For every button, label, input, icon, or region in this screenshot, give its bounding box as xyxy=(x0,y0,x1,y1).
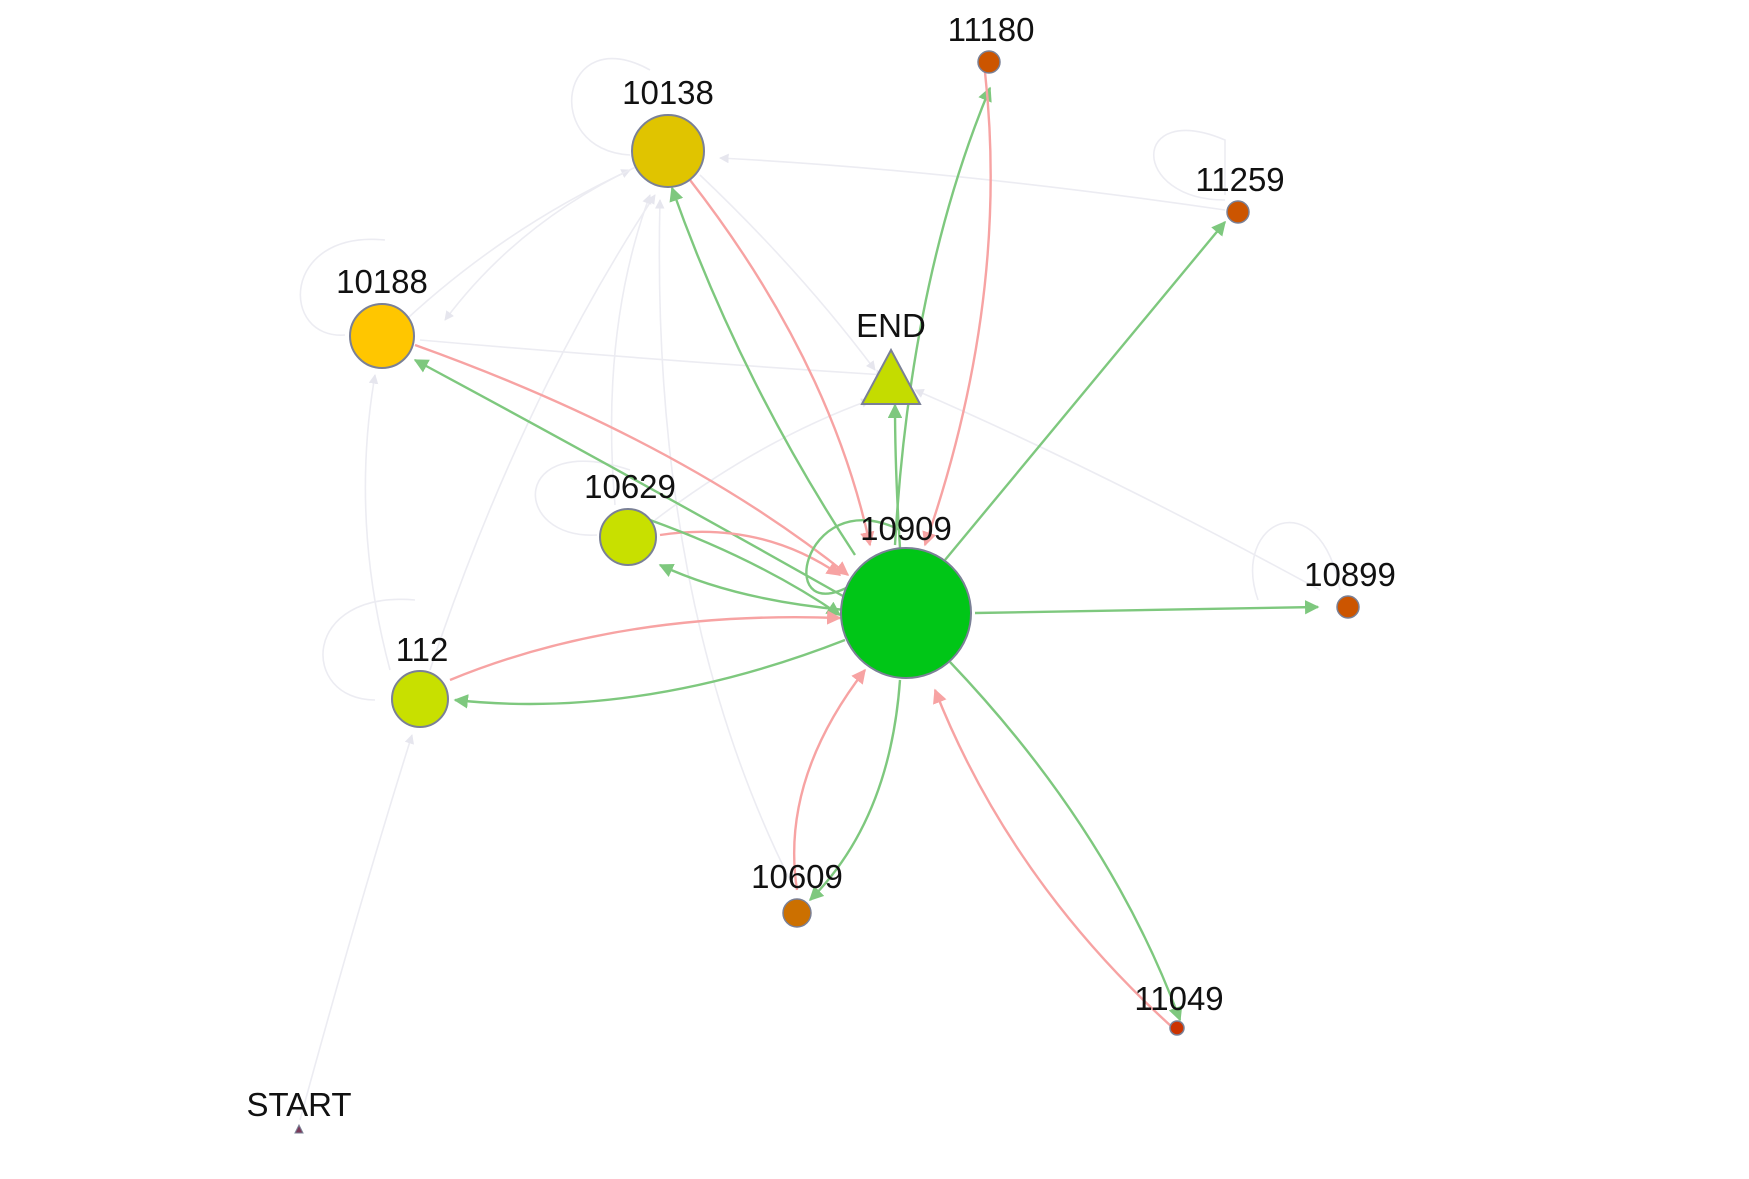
loop-10629 xyxy=(534,460,631,536)
node-11259[interactable]: 11259 xyxy=(1195,161,1285,224)
loop-11259 xyxy=(1152,129,1226,201)
node-end-label: END xyxy=(856,307,926,344)
node-11259-label: 11259 xyxy=(1195,161,1284,198)
edge-11259-10138 xyxy=(719,153,1226,211)
node-10899[interactable]: 10899 xyxy=(1304,556,1396,619)
node-10629-label: 10629 xyxy=(584,468,676,505)
edge-11180-10909 xyxy=(922,71,992,547)
loop-112 xyxy=(322,598,416,701)
node-10609-shape[interactable] xyxy=(782,898,812,928)
main-edges xyxy=(413,71,1320,1028)
edge-10909-11259 xyxy=(944,220,1226,561)
node-end[interactable]: END xyxy=(856,307,926,405)
node-10188[interactable]: 10188 xyxy=(336,263,428,369)
nodes: 10138 10188 10629 112 10909 END 11180 1 xyxy=(246,11,1396,1134)
edge-10138-10188 xyxy=(444,164,641,321)
node-112[interactable]: 112 xyxy=(391,631,449,728)
node-11180[interactable]: 11180 xyxy=(948,11,1035,74)
node-10609[interactable]: 10609 xyxy=(751,858,843,928)
edge-10909-end xyxy=(887,403,903,549)
node-10188-shape[interactable] xyxy=(349,303,415,369)
edge-10629-end xyxy=(654,398,871,521)
edge-10909-10609 xyxy=(808,679,902,902)
edge-start-112 xyxy=(299,734,414,1121)
edge-10188-end xyxy=(419,339,886,380)
edge-10629-10138 xyxy=(610,194,652,506)
faint-edges xyxy=(299,57,1341,1121)
node-10138[interactable]: 10138 xyxy=(622,74,714,188)
edge-10909-10188 xyxy=(413,358,851,602)
node-10899-shape[interactable] xyxy=(1336,595,1360,619)
node-end-shape[interactable] xyxy=(860,347,922,405)
edge-112-10188 xyxy=(364,374,391,671)
node-10909-label: 10909 xyxy=(860,510,952,547)
edge-10188-10909 xyxy=(414,343,850,576)
edge-112-10138 xyxy=(429,194,656,671)
node-10138-shape[interactable] xyxy=(631,114,705,188)
node-10188-label: 10188 xyxy=(336,263,428,300)
edge-10909-10899 xyxy=(974,600,1320,615)
edge-10188-10138 xyxy=(394,169,631,331)
loop-10899 xyxy=(1251,521,1341,601)
node-112-label: 112 xyxy=(396,631,449,668)
node-start-shape[interactable] xyxy=(294,1123,304,1134)
edge-10629-10909-b xyxy=(649,518,842,616)
edge-10138-10909 xyxy=(689,179,875,547)
edge-10909-10138 xyxy=(669,186,857,556)
edge-11049-10909 xyxy=(933,688,1173,1028)
node-start-label: START xyxy=(246,1086,351,1123)
node-10629[interactable]: 10629 xyxy=(584,468,676,566)
node-10909[interactable]: 10909 xyxy=(840,510,972,679)
node-11049-shape[interactable] xyxy=(1169,1020,1185,1036)
node-10629-shape[interactable] xyxy=(599,508,657,566)
node-start[interactable]: START xyxy=(246,1086,352,1134)
loop-10138 xyxy=(571,57,651,156)
node-10909-shape[interactable] xyxy=(840,547,972,679)
node-10899-label: 10899 xyxy=(1304,556,1396,593)
edge-10909-11049 xyxy=(949,661,1183,1022)
edge-10609-10909 xyxy=(793,668,866,891)
node-112-shape[interactable] xyxy=(391,670,449,728)
loop-10188 xyxy=(299,238,386,336)
edge-10909-10629 xyxy=(658,563,846,612)
edge-10909-11180 xyxy=(893,86,992,546)
edge-10138-end xyxy=(699,174,876,371)
node-11180-shape[interactable] xyxy=(977,50,1001,74)
edge-112-10909 xyxy=(449,610,842,682)
node-10138-label: 10138 xyxy=(622,74,714,111)
node-11049-label: 11049 xyxy=(1134,980,1223,1017)
loop-10909 xyxy=(805,519,901,595)
edge-10909-112 xyxy=(453,638,846,709)
node-11180-label: 11180 xyxy=(948,11,1035,48)
node-10609-label: 10609 xyxy=(751,858,843,895)
node-11049[interactable]: 11049 xyxy=(1134,980,1224,1036)
edge-10899-end xyxy=(914,389,1321,591)
edge-10609-10138 xyxy=(654,199,791,881)
node-11259-shape[interactable] xyxy=(1226,200,1250,224)
